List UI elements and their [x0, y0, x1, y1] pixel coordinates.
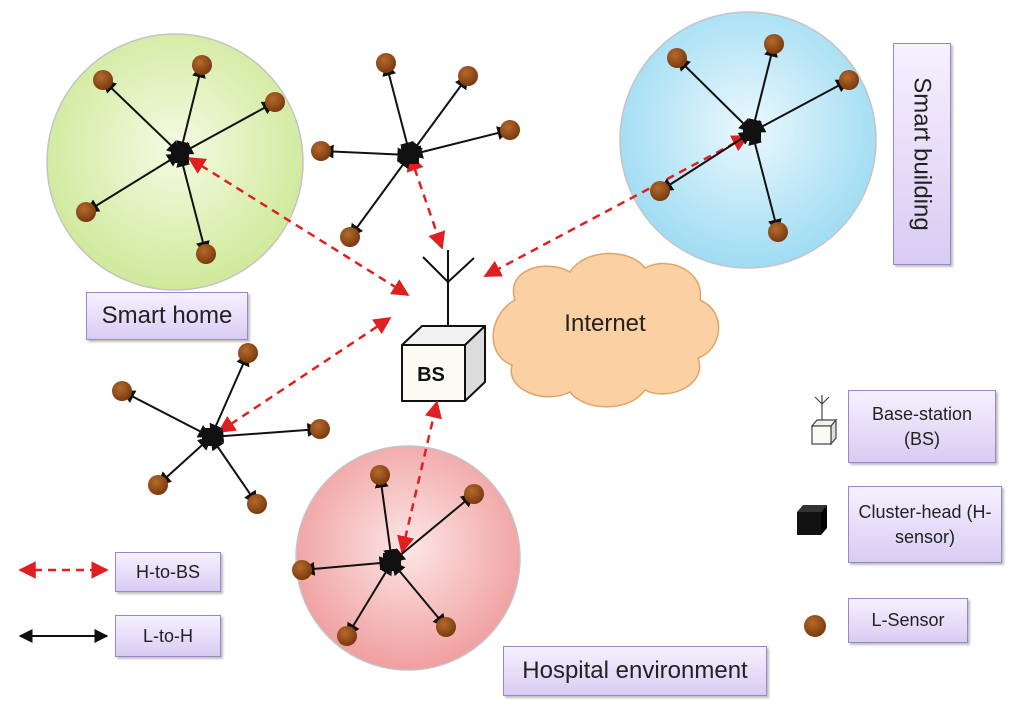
cluster-heads [171, 123, 761, 571]
smart-building-label: Smart building [893, 43, 951, 265]
bs-label: BS [417, 364, 445, 386]
internet-label: Internet [564, 310, 646, 337]
legend-l-sensor-label: L-Sensor [848, 598, 968, 643]
legend-cluster-head-label: Cluster-head (H-sensor) [848, 486, 1002, 563]
base-station-cube [401, 325, 486, 402]
hospital-label: Hospital environment [503, 646, 767, 696]
bs-antenna [422, 250, 475, 326]
legend-h-to-bs-label: H-to-BS [115, 552, 221, 592]
l-to-h-links [18, 42, 851, 643]
smart-building-text: Smart building [909, 77, 937, 231]
legend-l-to-h-label: L-to-H [115, 615, 221, 657]
hospital-circle [295, 445, 521, 671]
l-sensors [76, 34, 859, 646]
legend-base-station-label: Base-station (BS) [848, 390, 996, 463]
smart-home-label: Smart home [86, 292, 248, 340]
legend-cluster-head-icon [797, 505, 827, 535]
legend-base-station-icon [810, 395, 838, 446]
